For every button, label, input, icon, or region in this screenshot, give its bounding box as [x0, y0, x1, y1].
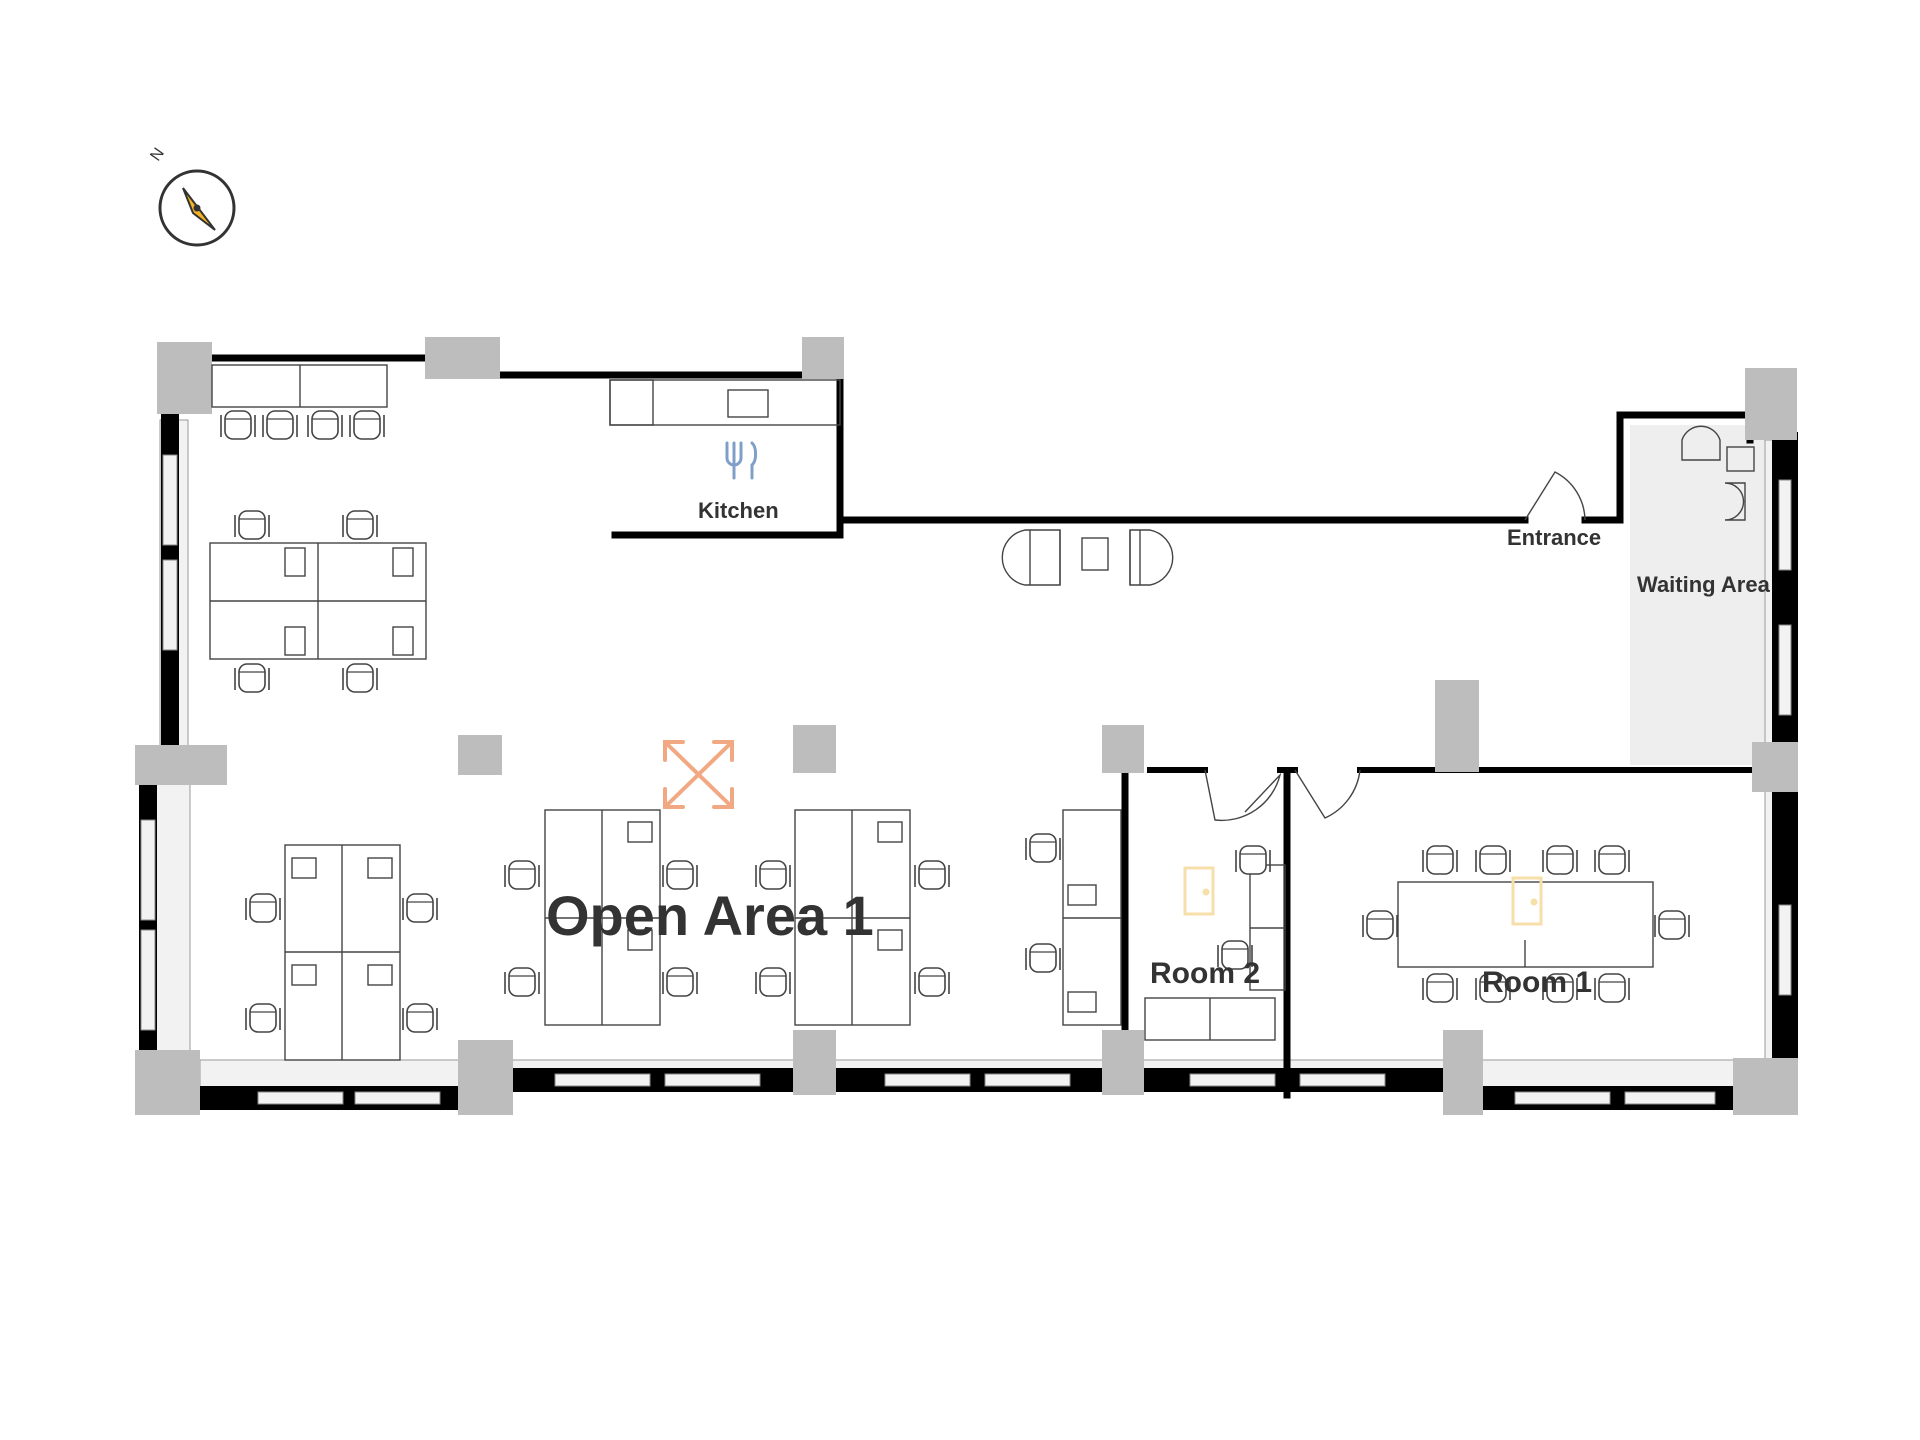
- room-label-waiting-area: Waiting Area: [1637, 572, 1771, 597]
- door-icon: [1183, 866, 1215, 916]
- room-label-room-1: Room 1: [1482, 966, 1592, 999]
- room-label-open-area: Open Area 1: [546, 884, 874, 947]
- room-label-kitchen: Kitchen: [698, 498, 779, 523]
- columns: [135, 337, 1798, 1115]
- window-panes: [140, 454, 1792, 1105]
- waiting-area-floor: [1630, 425, 1770, 765]
- compass-icon: [158, 169, 236, 247]
- room-label-entrance: Entrance: [1507, 525, 1601, 550]
- expand-arrows-icon: [663, 740, 734, 809]
- door-icon: [1511, 876, 1543, 926]
- furniture: [209, 364, 1755, 1061]
- doors: [1204, 471, 1586, 822]
- north-label: N: [147, 145, 168, 164]
- room-label-room-2: Room 2: [1150, 957, 1260, 990]
- fork-knife-icon: [725, 441, 758, 480]
